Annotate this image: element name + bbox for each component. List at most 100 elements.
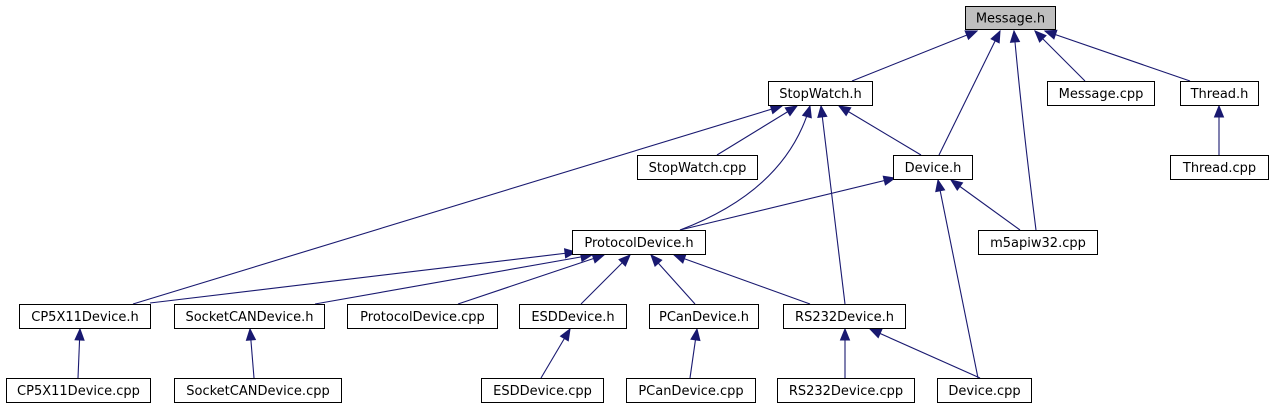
node-esddevice-h[interactable]: ESDDevice.h: [519, 304, 627, 329]
arrowhead-pcandevice_cpp-to-pcandevice_h: [690, 327, 701, 342]
node-box: [783, 304, 906, 329]
edge-stopwatch_cpp-to-stopwatch_h: [716, 105, 798, 156]
node-stopwatch-h[interactable]: StopWatch.h: [768, 81, 873, 106]
edge-protocoldevice_cpp-to-protocoldevice_h: [457, 254, 605, 305]
edge-device_h-to-stopwatch_h: [838, 105, 922, 156]
arrowhead-device_cpp-to-device_h: [935, 178, 946, 193]
edge-rs232device_h-to-protocoldevice_h: [673, 254, 811, 305]
arrowhead-pcandevice_h-to-protocoldevice_h: [650, 254, 663, 268]
arrowhead-m5apiw32_cpp-to-message_h: [1009, 29, 1021, 43]
node-box: [626, 378, 756, 403]
edge-esddevice_h-to-protocoldevice_h: [580, 254, 631, 305]
edge-thread_h-to-message_h: [1044, 30, 1191, 82]
node-label: CP5X11Device.h: [31, 310, 138, 325]
node-label: m5apiw32.cpp: [990, 236, 1086, 251]
edge-protocoldevice_h-to-stopwatch_h: [679, 105, 811, 231]
node-label: Thread.cpp: [1182, 161, 1256, 176]
arrowhead-stopwatch_h-to-message_h: [964, 30, 979, 41]
node-protocoldevice-cpp[interactable]: ProtocolDevice.cpp: [347, 304, 498, 329]
arrowhead-thread_h-to-message_h: [1043, 29, 1058, 40]
node-box: [174, 378, 342, 403]
node-rs232device-cpp[interactable]: RS232Device.cpp: [777, 378, 915, 403]
node-label: Device.h: [905, 161, 962, 176]
node-pcandevice-h[interactable]: PCanDevice.h: [649, 304, 759, 329]
node-cp5x11device-cpp[interactable]: CP5X11Device.cpp: [6, 378, 151, 403]
node-box: [965, 6, 1056, 30]
node-label: StopWatch.h: [779, 87, 861, 102]
edge-device_cpp-to-rs232device_h: [869, 328, 981, 379]
node-label: StopWatch.cpp: [649, 161, 747, 176]
node-label: ProtocolDevice.cpp: [360, 310, 485, 325]
arrowhead-protocoldevice_h-to-device_h: [882, 175, 897, 186]
arrowhead-rs232device_cpp-to-rs232device_h: [839, 327, 851, 341]
edge-m5apiw32_cpp-to-message_h: [1013, 30, 1037, 231]
edge-stopwatch_h-to-message_h: [851, 30, 978, 82]
arrowhead-socketcandevice_cpp-to-socketcandevice_h: [245, 327, 257, 341]
node-pcandevice-cpp[interactable]: PCanDevice.cpp: [626, 378, 756, 403]
node-cp5x11device-h[interactable]: CP5X11Device.h: [19, 304, 151, 329]
arrowhead-rs232device_h-to-protocoldevice_h: [672, 253, 687, 264]
node-box: [572, 230, 706, 255]
node-label: Message.cpp: [1059, 87, 1144, 102]
edges-layer: [74, 29, 1225, 379]
node-label: Thread.h: [1190, 87, 1249, 102]
arrowhead-device_h-to-stopwatch_h: [837, 105, 852, 117]
node-rs232device-h[interactable]: RS232Device.h: [783, 304, 906, 329]
arrowhead-cp5x11device_h-to-stopwatch_h: [769, 104, 784, 115]
node-box: [174, 304, 325, 329]
node-device-cpp[interactable]: Device.cpp: [937, 378, 1032, 403]
arrowhead-cp5x11device_cpp-to-cp5x11device_h: [74, 327, 85, 341]
node-label: SocketCANDevice.h: [185, 310, 313, 325]
arrowhead-device_h-to-message_h: [990, 29, 1001, 44]
arrowhead-message_cpp-to-message_h: [1034, 30, 1047, 43]
arrowhead-stopwatch_cpp-to-stopwatch_h: [784, 105, 799, 117]
node-box: [1047, 81, 1155, 106]
arrowhead-device_cpp-to-rs232device_h: [868, 328, 883, 339]
arrowhead-protocoldevice_h-to-stopwatch_h: [801, 104, 812, 119]
node-label: RS232Device.h: [795, 310, 894, 325]
arrowhead-protocoldevice_cpp-to-protocoldevice_h: [591, 253, 606, 264]
node-device-h[interactable]: Device.h: [893, 155, 973, 180]
arrowhead-esddevice_h-to-protocoldevice_h: [618, 254, 631, 267]
node-box: [519, 304, 627, 329]
node-box: [649, 304, 759, 329]
node-stopwatch-cpp[interactable]: StopWatch.cpp: [637, 155, 758, 180]
node-esddevice-cpp[interactable]: ESDDevice.cpp: [481, 378, 604, 403]
edge-cp5x11device_h-to-protocoldevice_h: [149, 251, 577, 304]
arrowhead-thread_cpp-to-thread_h: [1213, 104, 1225, 118]
node-socketcandevice-h[interactable]: SocketCANDevice.h: [174, 304, 325, 329]
node-label: ESDDevice.h: [531, 310, 614, 325]
edge-message_cpp-to-message_h: [1034, 30, 1086, 82]
node-label: ProtocolDevice.h: [584, 236, 693, 251]
node-label: PCanDevice.h: [659, 310, 749, 325]
node-thread-h[interactable]: Thread.h: [1180, 81, 1259, 106]
edge-device_cpp-to-device_h: [937, 179, 979, 379]
node-m5apiw32-cpp[interactable]: m5apiw32.cpp: [978, 230, 1098, 255]
node-box: [768, 81, 873, 106]
node-label: Device.cpp: [948, 384, 1020, 399]
edge-protocoldevice_h-to-device_h: [679, 177, 896, 231]
edge-socketcandevice_h-to-protocoldevice_h: [314, 254, 593, 305]
node-label: CP5X11Device.cpp: [17, 384, 140, 399]
edge-rs232device_h-to-stopwatch_h: [820, 105, 846, 305]
node-box: [6, 378, 151, 403]
node-message-cpp[interactable]: Message.cpp: [1047, 81, 1155, 106]
node-label: Message.h: [976, 12, 1045, 27]
arrowhead-esddevice_cpp-to-esddevice_h: [559, 327, 571, 342]
node-box: [481, 378, 604, 403]
node-message-h[interactable]: Message.h: [965, 6, 1056, 30]
node-label: PCanDevice.cpp: [638, 384, 743, 399]
node-thread-cpp[interactable]: Thread.cpp: [1170, 155, 1269, 180]
node-box: [1170, 155, 1269, 180]
arrowhead-cp5x11device_h-to-protocoldevice_h: [563, 248, 578, 259]
arrowhead-m5apiw32_cpp-to-device_h: [949, 179, 964, 191]
node-box: [777, 378, 915, 403]
node-label: RS232Device.cpp: [789, 384, 903, 399]
node-box: [347, 304, 498, 329]
node-socketcandevice-cpp[interactable]: SocketCANDevice.cpp: [174, 378, 342, 403]
node-box: [1180, 81, 1259, 106]
node-label: ESDDevice.cpp: [493, 384, 592, 399]
node-protocoldevice-h[interactable]: ProtocolDevice.h: [572, 230, 706, 255]
